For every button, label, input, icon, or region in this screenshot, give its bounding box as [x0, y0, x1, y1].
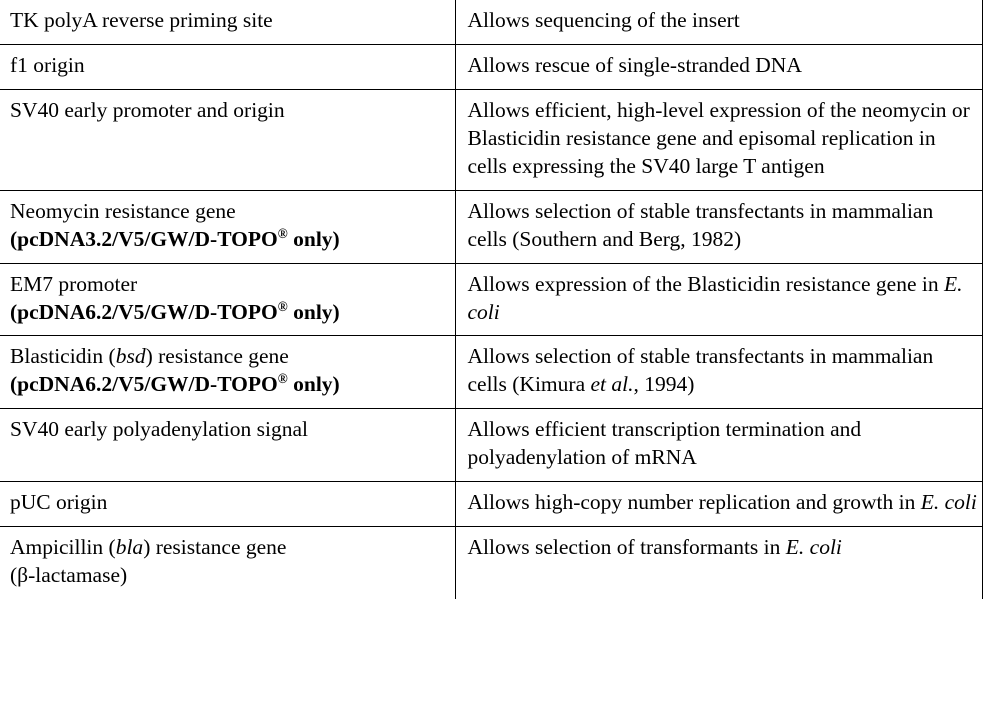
- benefit-text-before: Allows selection of transformants in: [467, 535, 786, 560]
- vector-note-prefix: (pcDNA3.2/V5/GW/D-TOPO: [10, 226, 278, 251]
- feature-text: pUC origin: [10, 490, 108, 515]
- citation-etal: et al.: [590, 372, 634, 397]
- table-body: TK polyA reverse priming site Allows seq…: [0, 0, 983, 599]
- table-row: pUC origin Allows high-copy number repli…: [0, 481, 983, 527]
- feature-cell: Blasticidin (bsd) resistance gene (pcDNA…: [0, 335, 455, 409]
- benefit-cell: Allows selection of stable transfectants…: [454, 335, 983, 409]
- organism-name: E. coli: [467, 271, 963, 324]
- table-row: Blasticidin (bsd) resistance gene (pcDNA…: [0, 335, 983, 409]
- feature-cell: f1 origin: [0, 43, 455, 90]
- table-row: Neomycin resistance gene (pcDNA3.2/V5/GW…: [0, 189, 983, 264]
- vector-note-suffix: only): [287, 226, 340, 251]
- benefit-cell: Allows high-copy number replication and …: [454, 481, 983, 527]
- gene-name: bsd: [115, 344, 146, 369]
- benefit-text-after: , 1994): [633, 372, 695, 397]
- organism-name: E. coli: [920, 490, 977, 515]
- benefit-cell: Allows efficient transcription terminati…: [454, 408, 983, 482]
- registered-mark-icon: ®: [277, 298, 288, 314]
- benefit-cell: Allows selection of transformants in E. …: [454, 526, 983, 599]
- feature-cell: EM7 promoter (pcDNA6.2/V5/GW/D-TOPO® onl…: [0, 262, 455, 336]
- feature-benefit-table: TK polyA reverse priming site Allows seq…: [0, 0, 983, 599]
- feature-text-after: ) resistance gene: [143, 535, 287, 560]
- benefit-text-before: Allows selection of stable transfectants…: [467, 344, 934, 397]
- feature-text: EM7 promoter: [10, 271, 138, 296]
- feature-cell: SV40 early polyadenylation signal: [0, 408, 455, 482]
- feature-cell: TK polyA reverse priming site: [0, 0, 455, 44]
- vector-note-prefix: (pcDNA6.2/V5/GW/D-TOPO: [10, 372, 278, 397]
- feature-text: SV40 early promoter and origin: [10, 97, 285, 122]
- feature-text: Blasticidin (bsd) resistance gene: [10, 343, 445, 371]
- benefit-text-before: Allows high-copy number replication and …: [467, 490, 921, 515]
- vector-note-prefix: (pcDNA6.2/V5/GW/D-TOPO: [10, 299, 278, 324]
- feature-vector-note: (pcDNA6.2/V5/GW/D-TOPO® only): [10, 371, 445, 399]
- organism-name: E. coli: [785, 535, 842, 560]
- feature-text-after: ) resistance gene: [145, 344, 289, 369]
- feature-text: SV40 early polyadenylation signal: [10, 417, 308, 442]
- benefit-text: Allows sequencing of the insert: [467, 8, 740, 32]
- vector-note-suffix: only): [287, 299, 340, 324]
- benefit-cell: Allows expression of the Blasticidin res…: [454, 262, 983, 336]
- registered-mark-icon: ®: [277, 225, 288, 241]
- table-row: EM7 promoter (pcDNA6.2/V5/GW/D-TOPO® onl…: [0, 262, 983, 336]
- feature-cell: SV40 early promoter and origin: [0, 88, 455, 191]
- benefit-text: Allows efficient, high-level expression …: [467, 97, 970, 178]
- registered-mark-icon: ®: [277, 371, 288, 387]
- feature-cell: pUC origin: [0, 481, 455, 527]
- table-row: f1 origin Allows rescue of single-strand…: [0, 43, 983, 90]
- feature-cell: Ampicillin (bla) resistance gene (β-lact…: [0, 526, 455, 599]
- gene-name: bla: [115, 535, 144, 560]
- feature-text-before: Blasticidin (: [10, 344, 116, 369]
- feature-cell: Neomycin resistance gene (pcDNA3.2/V5/GW…: [0, 189, 455, 264]
- feature-text: TK polyA reverse priming site: [10, 8, 273, 32]
- feature-text: Ampicillin (bla) resistance gene: [10, 534, 445, 562]
- feature-vector-note: (pcDNA3.2/V5/GW/D-TOPO® only): [10, 226, 445, 254]
- benefit-text: Allows efficient transcription terminati…: [467, 417, 862, 470]
- table-row: SV40 early polyadenylation signal Allows…: [0, 408, 983, 482]
- feature-enzyme-name: (β-lactamase): [10, 563, 128, 588]
- vector-note-suffix: only): [287, 372, 340, 397]
- benefit-cell: Allows rescue of single-stranded DNA: [454, 43, 983, 90]
- table-row: Ampicillin (bla) resistance gene (β-lact…: [0, 526, 983, 599]
- benefit-cell: Allows selection of stable transfectants…: [454, 189, 983, 264]
- benefit-text-before: Allows expression of the Blasticidin res…: [467, 271, 944, 296]
- benefit-cell: Allows sequencing of the insert: [454, 0, 983, 45]
- benefit-text: Allows rescue of single-stranded DNA: [467, 52, 802, 77]
- feature-text-before: Ampicillin (: [10, 535, 116, 560]
- benefit-text: Allows selection of stable transfectants…: [467, 198, 934, 251]
- table-row: SV40 early promoter and origin Allows ef…: [0, 88, 983, 191]
- feature-vector-note: (pcDNA6.2/V5/GW/D-TOPO® only): [10, 299, 445, 327]
- benefit-cell: Allows efficient, high-level expression …: [454, 88, 983, 191]
- table-row: TK polyA reverse priming site Allows seq…: [0, 0, 983, 45]
- feature-text: f1 origin: [10, 52, 85, 77]
- feature-text: Neomycin resistance gene: [10, 198, 236, 223]
